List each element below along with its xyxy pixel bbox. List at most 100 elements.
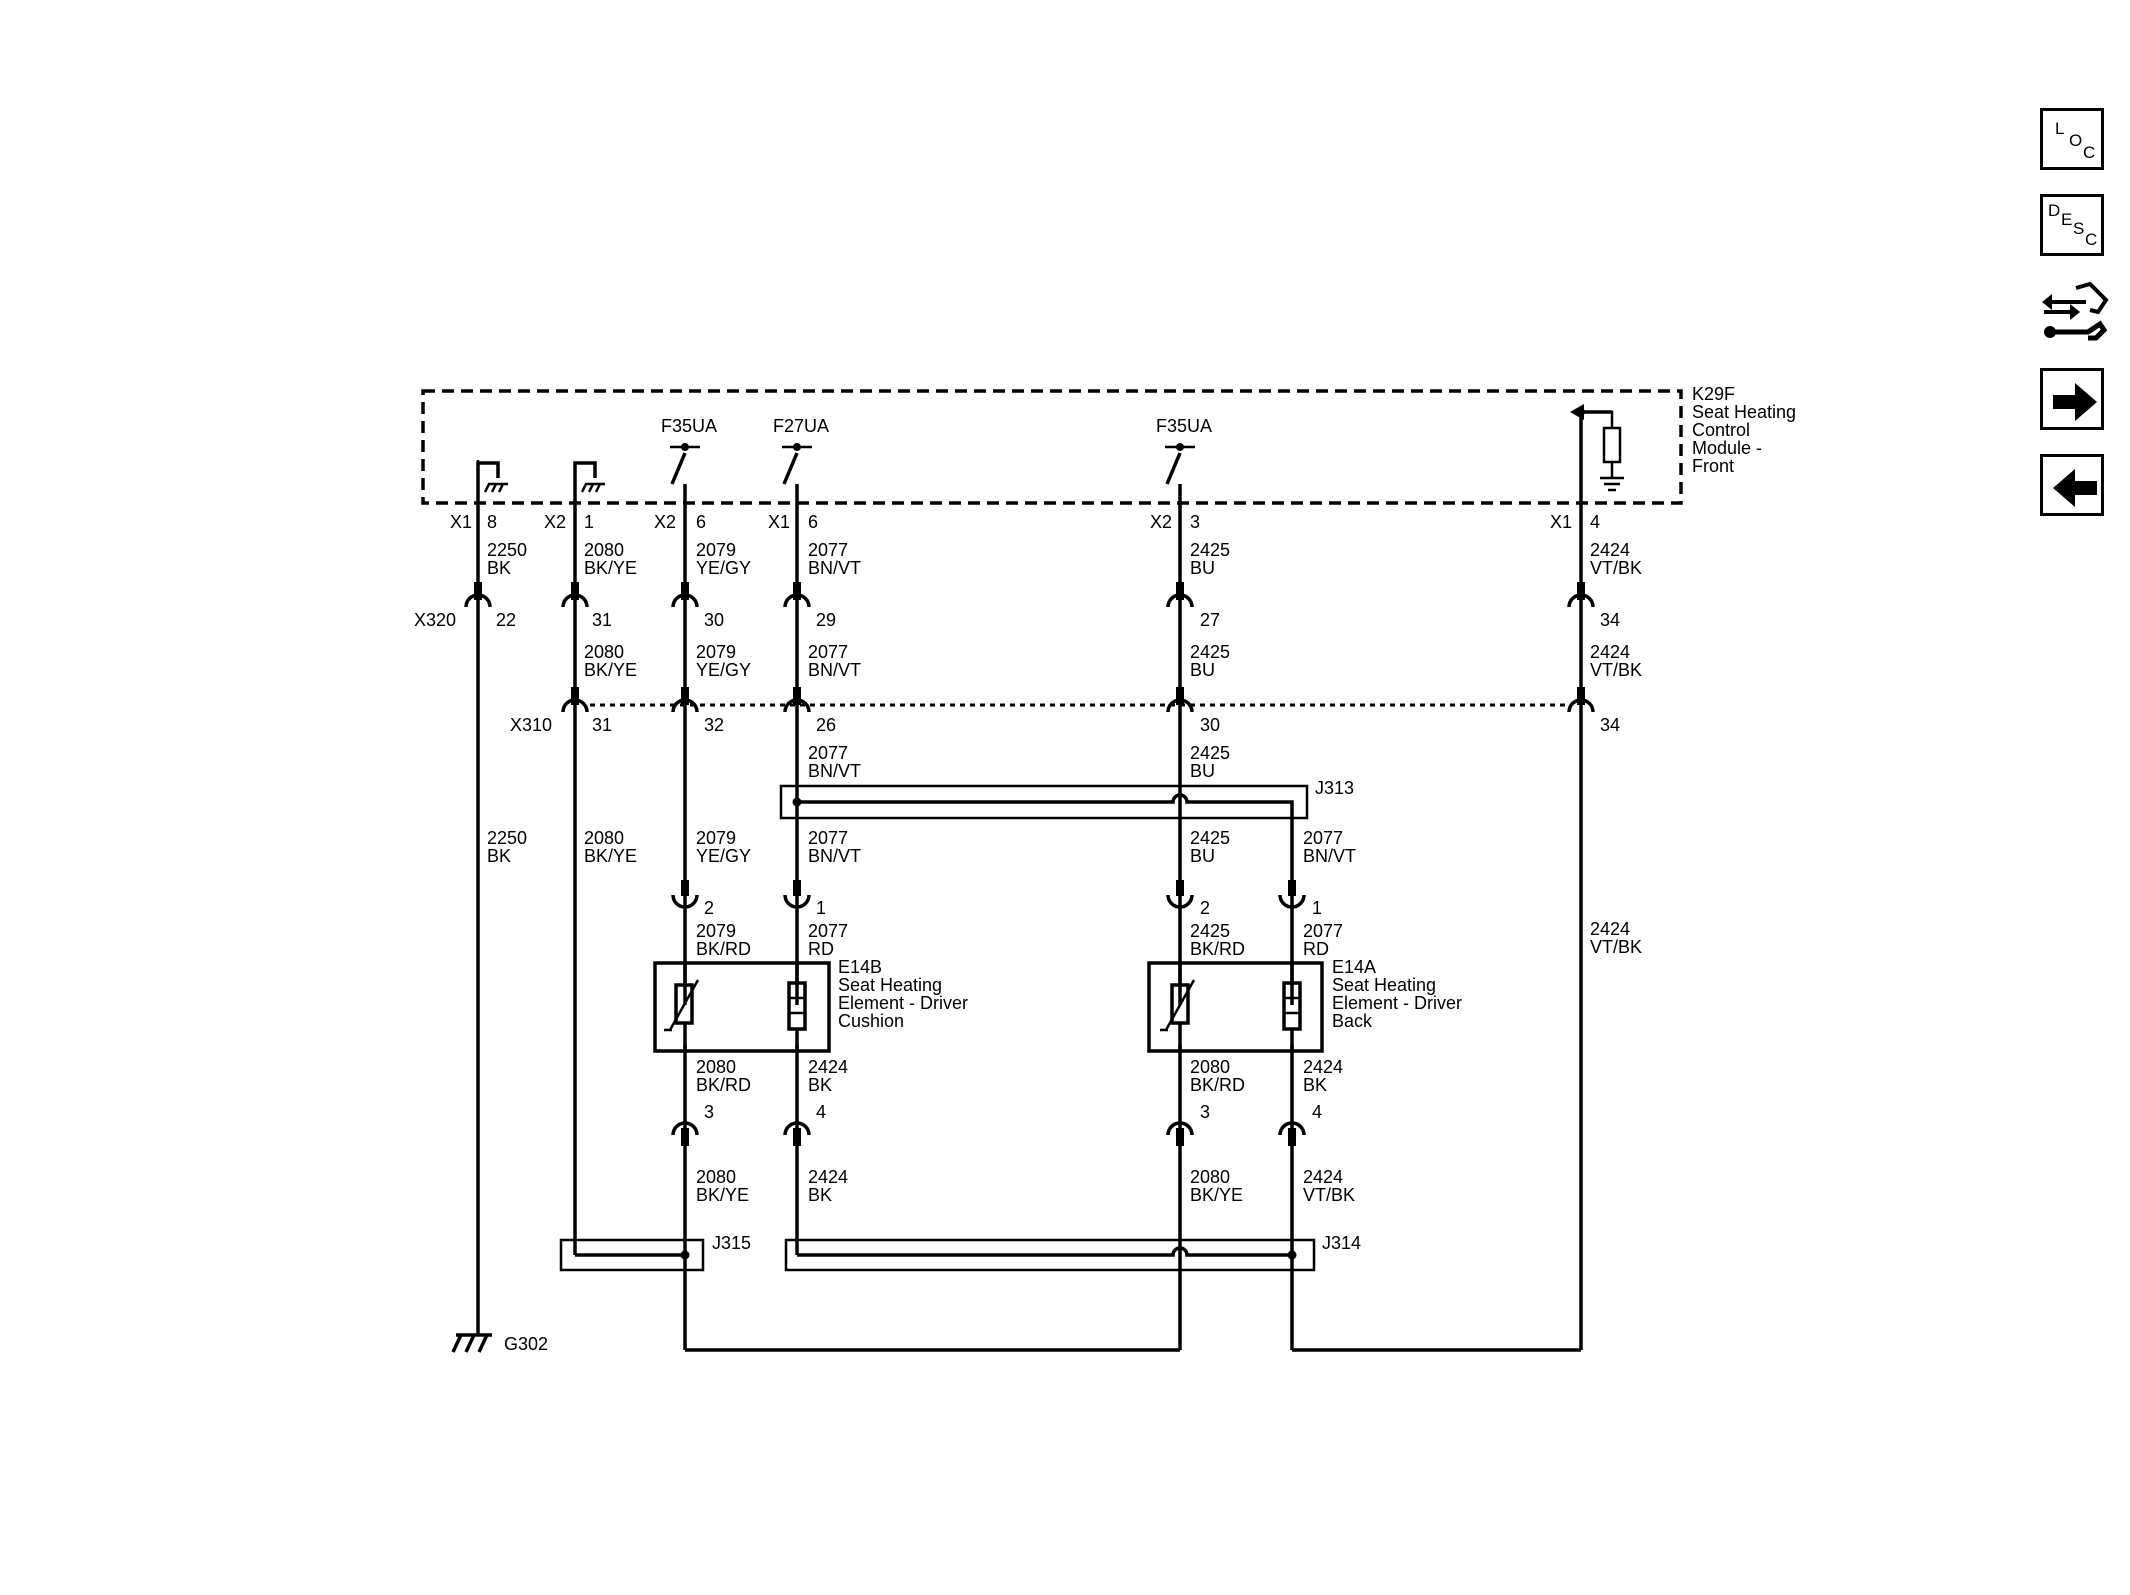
circuit-number: 2424 <box>1303 1057 1343 1077</box>
inline-connector-labels: X320 22 31 30 29 27 34 X310 31 32 26 30 … <box>414 610 1620 735</box>
circuit-color: BK/YE <box>1190 1185 1243 1205</box>
connector-terminals <box>464 582 1595 1146</box>
pin-conn: X2 <box>654 512 676 532</box>
circuit-number: 2080 <box>584 642 624 662</box>
circuit-color: YE/GY <box>696 558 751 578</box>
connector-x320-label: X320 <box>414 610 456 630</box>
module-boundary <box>421 389 1683 505</box>
element-top-terminals <box>671 880 1306 909</box>
wiring-schematic: K29F Seat Heating Control Module - Front… <box>414 384 1796 1354</box>
element-name-line: Seat Heating <box>1332 975 1436 995</box>
element-pin: 2 <box>704 898 714 918</box>
circuit-color: RD <box>808 939 834 959</box>
circuit-number: 2079 <box>696 642 736 662</box>
module-name-line: Front <box>1692 456 1734 476</box>
element-name-line: Element - Driver <box>1332 993 1462 1013</box>
circuit-color: BU <box>1190 558 1215 578</box>
splice-j314: J314 <box>784 1233 1361 1272</box>
connector-repair-button[interactable] <box>2040 280 2109 342</box>
pin-conn: X2 <box>544 512 566 532</box>
circuit-number: 2079 <box>696 540 736 560</box>
pin-num: 6 <box>808 512 818 532</box>
circuit-number: 2424 <box>808 1167 848 1187</box>
circuit-color: RD <box>1303 939 1329 959</box>
element-pin: 3 <box>1200 1102 1210 1122</box>
pin-conn: X1 <box>1550 512 1572 532</box>
fuse-label: F35UA <box>1156 416 1212 436</box>
circuit-number: 2424 <box>1590 642 1630 662</box>
x310-pin: 26 <box>816 715 836 735</box>
circuit-number: 2425 <box>1190 828 1230 848</box>
circuit-color: BK/YE <box>584 558 637 578</box>
fuse-switch-f27ua: F27UA <box>773 416 829 503</box>
circuit-number: 2080 <box>1190 1167 1230 1187</box>
arrow-left-icon <box>2053 469 2097 507</box>
loc-letter: C <box>2083 143 2095 162</box>
circuit-color: BN/VT <box>808 761 861 781</box>
element-pin: 1 <box>816 898 826 918</box>
circuit-color: BN/VT <box>808 660 861 680</box>
x310-pin: 30 <box>1200 715 1220 735</box>
ground-label: G302 <box>504 1334 548 1354</box>
desc-letter: C <box>2085 230 2097 249</box>
loc-letter: L <box>2055 119 2064 138</box>
splice-j313: J313 <box>779 778 1354 820</box>
x320-pin: 22 <box>496 610 516 630</box>
pull-down-resistor <box>1602 426 1622 464</box>
circuit-number: 2425 <box>1190 642 1230 662</box>
desc-letter: E <box>2061 210 2072 229</box>
circuit-number: 2425 <box>1190 540 1230 560</box>
x310-pin: 31 <box>592 715 612 735</box>
circuit-color: YE/GY <box>696 660 751 680</box>
fuse-label: F35UA <box>661 416 717 436</box>
circuit-color: VT/BK <box>1303 1185 1355 1205</box>
circuit-number: 2080 <box>696 1057 736 1077</box>
location-button[interactable]: L O C <box>2040 108 2104 170</box>
element-pin: 2 <box>1200 898 1210 918</box>
circuit-color: BU <box>1190 660 1215 680</box>
x320-pin: 31 <box>592 610 612 630</box>
circuit-number: 2250 <box>487 828 527 848</box>
circuit-color: VT/BK <box>1590 937 1642 957</box>
internal-ground-1 <box>476 460 508 503</box>
splice-label: J315 <box>712 1233 751 1253</box>
x320-pin: 29 <box>816 610 836 630</box>
circuit-number: 2077 <box>808 642 848 662</box>
circuit-labels: 2250 BK 2080 BK/YE 2079 YE/GY 2077 BN/VT… <box>487 540 1642 1205</box>
element-name-line: Element - Driver <box>838 993 968 1013</box>
fuse-switch-f35ua-1: F35UA <box>661 416 717 503</box>
circuit-number: 2080 <box>696 1167 736 1187</box>
circuit-color: BK <box>487 846 511 866</box>
circuit-color: BK/RD <box>1190 939 1245 959</box>
arrow-right-icon <box>2053 383 2097 421</box>
circuit-color: BK <box>808 1185 832 1205</box>
circuit-color: BK/YE <box>696 1185 749 1205</box>
x310-pin: 34 <box>1600 715 1620 735</box>
splice-label: J314 <box>1322 1233 1361 1253</box>
element-ref: E14B <box>838 957 882 977</box>
module-pins: X1 8 X2 1 X2 6 X1 6 X2 3 X1 4 <box>450 512 1600 532</box>
previous-page-button[interactable] <box>2040 454 2104 516</box>
connector-repair-icon <box>2042 281 2109 341</box>
x320-pin: 30 <box>704 610 724 630</box>
splice-label: J313 <box>1315 778 1354 798</box>
circuit-color: BN/VT <box>808 846 861 866</box>
circuit-number: 2077 <box>1303 921 1343 941</box>
module-signal-input <box>1570 404 1624 503</box>
circuit-color: BK/YE <box>584 846 637 866</box>
element-name-line: Seat Heating <box>838 975 942 995</box>
pin-conn: X1 <box>768 512 790 532</box>
circuit-color: BN/VT <box>1303 846 1356 866</box>
description-button[interactable]: D E S C <box>2040 194 2104 256</box>
pin-conn: X2 <box>1150 512 1172 532</box>
loc-letter: O <box>2069 131 2082 150</box>
circuit-number: 2425 <box>1190 743 1230 763</box>
module-ref: K29F <box>1692 384 1735 404</box>
next-page-button[interactable] <box>2040 368 2104 430</box>
element-name-line: Back <box>1332 1011 1373 1031</box>
x320-pin: 34 <box>1600 610 1620 630</box>
circuit-color: VT/BK <box>1590 558 1642 578</box>
x320-pin: 27 <box>1200 610 1220 630</box>
circuit-color: BN/VT <box>808 558 861 578</box>
circuit-color: BU <box>1190 761 1215 781</box>
